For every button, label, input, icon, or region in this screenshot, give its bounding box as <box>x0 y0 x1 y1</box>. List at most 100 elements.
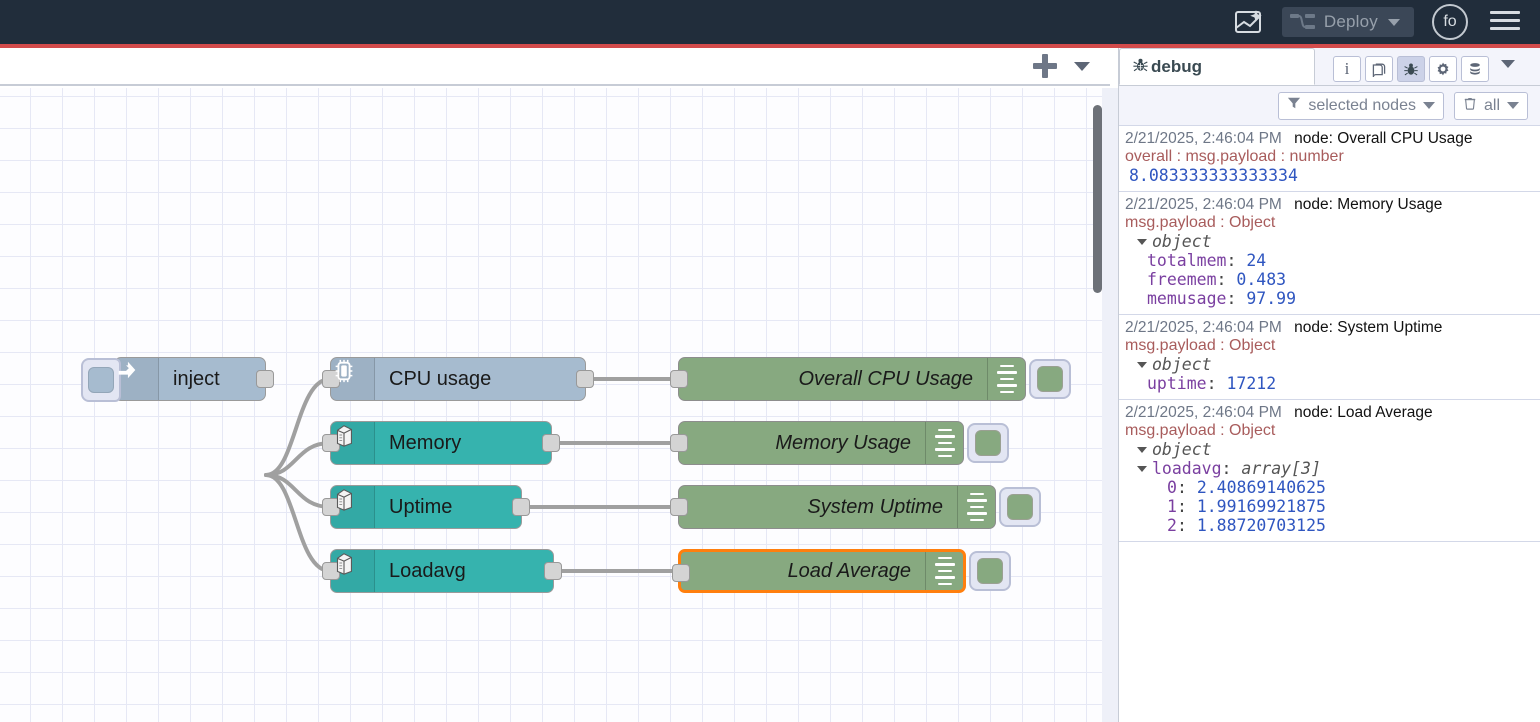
node-input-port[interactable] <box>670 498 688 516</box>
debug-timestamp: 2/21/2025, 2:46:04 PM <box>1125 196 1282 213</box>
stack-icon[interactable] <box>1461 56 1489 82</box>
user-avatar[interactable]: fo <box>1432 4 1468 40</box>
book-icon[interactable] <box>1365 56 1393 82</box>
flow-node-memory[interactable]: Memory <box>330 421 552 465</box>
array-item-row: 2: 1.88720703125 <box>1125 516 1534 535</box>
array-index: 0 <box>1167 478 1177 497</box>
debug-lines-icon <box>987 358 1025 400</box>
deploy-label: Deploy <box>1322 12 1388 32</box>
node-label: Load Average <box>788 560 925 583</box>
object-property-row: totalmem: 24 <box>1125 251 1534 270</box>
array-expander-row[interactable]: loadavg: array[3] <box>1125 459 1534 478</box>
debug-message-topic: msg.payload : Object <box>1125 214 1534 232</box>
flow-node-debug-load-average[interactable]: Load Average <box>678 549 966 593</box>
array-key: loadavg <box>1152 459 1222 478</box>
object-property-row: memusage: 97.99 <box>1125 289 1534 308</box>
object-root-label: object <box>1152 232 1212 251</box>
triangle-down-icon <box>1137 239 1147 245</box>
server-box-icon <box>331 550 375 592</box>
debug-filter-toolbar: selected nodes all <box>1119 86 1540 126</box>
sidebar-more-chevron-down-icon[interactable] <box>1501 60 1515 68</box>
flow-node-loadavg[interactable]: Loadavg <box>330 549 554 593</box>
debug-toggle-button[interactable] <box>999 487 1041 527</box>
triangle-down-icon <box>1137 447 1147 453</box>
node-output-port[interactable] <box>256 370 274 388</box>
debug-message-header: 2/21/2025, 2:46:04 PM node: Load Average <box>1125 404 1534 422</box>
filter-selected-nodes-button[interactable]: selected nodes <box>1278 92 1444 120</box>
triangle-down-icon <box>1137 362 1147 368</box>
debug-message[interactable]: 2/21/2025, 2:46:04 PM node: Overall CPU … <box>1119 126 1540 192</box>
node-label: Uptime <box>375 496 452 519</box>
node-input-port[interactable] <box>670 370 688 388</box>
flow-canvas[interactable]: inject CPU usage <box>0 88 1110 722</box>
sidebar-panel: debug i <box>1118 48 1540 722</box>
tab-debug-label: debug <box>1151 57 1202 77</box>
property-key: memusage <box>1147 289 1226 308</box>
array-item-row: 1: 1.99169921875 <box>1125 497 1534 516</box>
array-index: 2 <box>1167 516 1177 535</box>
property-value: 24 <box>1246 251 1266 270</box>
flow-node-debug-system-uptime[interactable]: System Uptime <box>678 485 996 529</box>
clear-messages-button[interactable]: all <box>1454 92 1528 120</box>
chevron-down-icon <box>1423 102 1435 109</box>
object-expander-row[interactable]: object <box>1125 355 1534 374</box>
flow-node-inject[interactable]: inject <box>114 357 266 401</box>
debug-message[interactable]: 2/21/2025, 2:46:04 PM node: Memory Usage… <box>1119 192 1540 315</box>
debug-message-header: 2/21/2025, 2:46:04 PM node: System Uptim… <box>1125 319 1534 337</box>
debug-toggle-indicator <box>1037 366 1063 392</box>
node-output-port[interactable] <box>542 434 560 452</box>
canvas-vertical-scrollbar[interactable] <box>1093 105 1102 293</box>
info-icon[interactable]: i <box>1333 56 1361 82</box>
debug-message[interactable]: 2/21/2025, 2:46:04 PM node: Load Average… <box>1119 400 1540 542</box>
sidebar-tab-row: debug i <box>1119 48 1540 86</box>
debug-message-list[interactable]: 2/21/2025, 2:46:04 PM node: Overall CPU … <box>1119 126 1540 722</box>
debug-message-header: 2/21/2025, 2:46:04 PM node: Memory Usage <box>1125 196 1534 214</box>
debug-toggle-button[interactable] <box>967 423 1009 463</box>
canvas-right-gutter <box>1102 88 1118 722</box>
debug-toggle-indicator <box>1007 494 1033 520</box>
deploy-button[interactable]: Deploy <box>1282 7 1414 37</box>
hamburger-menu-icon[interactable] <box>1490 11 1520 33</box>
gear-icon[interactable] <box>1429 56 1457 82</box>
debug-message-topic: msg.payload : Object <box>1125 337 1534 355</box>
node-output-port[interactable] <box>512 498 530 516</box>
deploy-caret-icon[interactable] <box>1388 19 1400 26</box>
debug-toggle-indicator <box>977 558 1003 584</box>
object-expander-row[interactable]: object <box>1125 440 1534 459</box>
debug-message-header: 2/21/2025, 2:46:04 PM node: Overall CPU … <box>1125 130 1534 148</box>
flow-ai-icon[interactable] <box>1228 2 1268 42</box>
tab-debug[interactable]: debug <box>1119 48 1315 85</box>
flow-node-cpu-usage[interactable]: CPU usage <box>330 357 586 401</box>
array-index: 1 <box>1167 497 1177 516</box>
object-expander-row[interactable]: object <box>1125 232 1534 251</box>
debug-toggle-button[interactable] <box>969 551 1011 591</box>
node-output-port[interactable] <box>576 370 594 388</box>
app-header: Deploy fo <box>0 0 1540 44</box>
node-input-port[interactable] <box>670 434 688 452</box>
debug-toggle-indicator <box>975 430 1001 456</box>
property-value: 0.483 <box>1236 270 1286 289</box>
debug-node-name: System Uptime <box>1337 319 1442 336</box>
flow-node-debug-overall-cpu-usage[interactable]: Overall CPU Usage <box>678 357 1026 401</box>
avatar-initials: fo <box>1443 13 1456 31</box>
debug-lines-icon <box>925 552 963 590</box>
node-output-port[interactable] <box>544 562 562 580</box>
flow-node-debug-memory-usage[interactable]: Memory Usage <box>678 421 964 465</box>
array-value: 1.99169921875 <box>1197 497 1326 516</box>
debug-toggle-button[interactable] <box>1029 359 1071 399</box>
node-label: System Uptime <box>807 496 957 519</box>
node-input-port[interactable] <box>672 564 690 582</box>
triangle-down-icon <box>1137 466 1147 472</box>
array-value: 2.40869140625 <box>1197 478 1326 497</box>
flow-node-uptime[interactable]: Uptime <box>330 485 522 529</box>
bug-icon[interactable] <box>1397 56 1425 82</box>
sidebar-tool-buttons: i <box>1333 56 1515 85</box>
bug-icon <box>1132 56 1149 78</box>
add-flow-button[interactable] <box>1030 51 1060 81</box>
property-value: 97.99 <box>1246 289 1296 308</box>
property-key: uptime <box>1147 374 1207 393</box>
debug-lines-icon <box>957 486 995 528</box>
flow-list-chevron-down-icon[interactable] <box>1074 62 1090 71</box>
debug-message[interactable]: 2/21/2025, 2:46:04 PM node: System Uptim… <box>1119 315 1540 400</box>
